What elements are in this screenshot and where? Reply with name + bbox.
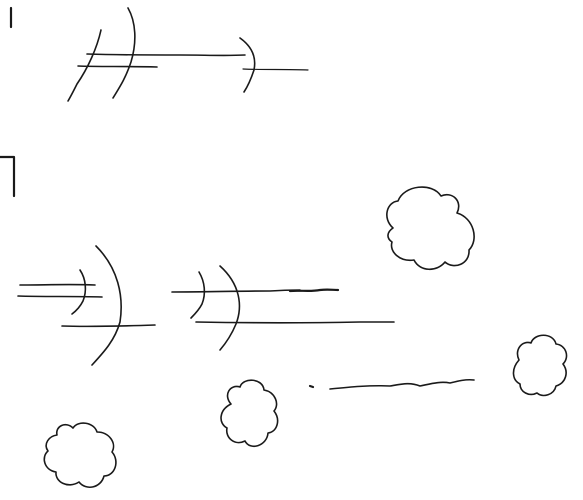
cloud-right	[513, 335, 566, 395]
bottom-streak-middle-dash	[290, 290, 338, 291]
bottom-streak-right-wavy	[330, 380, 474, 389]
bottom-wave-fronts	[72, 246, 239, 365]
top-streak-right	[243, 69, 308, 70]
top-streak-short	[78, 66, 157, 67]
bottom-streak-left-ground	[62, 325, 155, 326]
bottom-wave-front-middle-small	[191, 272, 204, 318]
top-panel	[11, 8, 308, 101]
bottom-panel-marker	[0, 157, 14, 196]
bottom-wave-front-left-small	[72, 270, 85, 314]
bottom-panel	[0, 157, 567, 487]
cloud-center	[221, 380, 278, 446]
bottom-clouds	[44, 187, 566, 487]
top-wave-front-right	[240, 38, 255, 92]
bottom-wave-front-middle-large	[220, 266, 239, 350]
cloud-bottom-left	[44, 423, 116, 487]
top-streak-long	[87, 54, 245, 55]
top-horizontal-streaks	[78, 54, 308, 70]
bottom-streak-left-lower	[18, 296, 102, 297]
bottom-streak-middle-lower	[196, 322, 394, 323]
top-wave-front-middle	[113, 8, 135, 98]
bottom-wave-front-left-large	[92, 246, 121, 365]
cloud-top-right	[387, 187, 474, 269]
bottom-horizontal-streaks	[18, 285, 474, 389]
bottom-streak-dot	[310, 386, 313, 387]
